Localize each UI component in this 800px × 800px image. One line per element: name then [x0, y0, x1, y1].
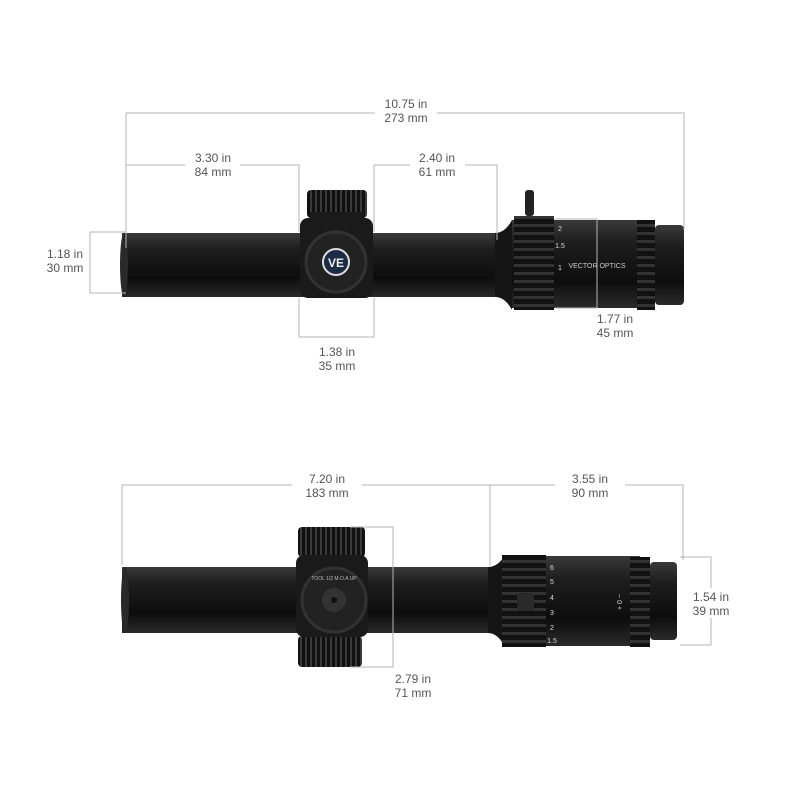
diopter-ring[interactable]: [630, 557, 650, 647]
dimension-labels-side: 7.20 in 183 mm 3.55 in 90 mm 2.79 in 71 …: [305, 472, 729, 700]
throw-lever[interactable]: [517, 593, 534, 611]
eyepiece-length-in: 3.55 in: [572, 472, 608, 486]
objective-to-turret-in: 3.30 in: [195, 151, 231, 165]
turret-height-in: 2.79 in: [395, 672, 431, 686]
mag-mark: 1: [558, 265, 562, 272]
ve-logo-icon: [322, 248, 350, 276]
mag-mark: 4: [550, 595, 554, 602]
eyepiece-diameter-mm: 45 mm: [597, 326, 634, 340]
mag-mark: 6: [550, 565, 554, 572]
objective-end: [121, 567, 129, 633]
windage-turret[interactable]: [298, 636, 362, 667]
front-length-in: 7.20 in: [309, 472, 345, 486]
front-length-mm: 183 mm: [305, 486, 348, 500]
mag-mark: 1.5: [547, 638, 557, 645]
mag-mark: 5: [550, 579, 554, 586]
turret-to-eyepiece-in: 2.40 in: [419, 151, 455, 165]
overall-length-in: 10.75 in: [385, 97, 428, 111]
elevation-turret[interactable]: [298, 527, 365, 557]
dimension-lines-top: [89, 112, 685, 338]
turret-to-eyepiece-mm: 61 mm: [419, 165, 456, 179]
scope-top: VECTOR OPTICS 1 1.5 2 VE: [120, 190, 684, 310]
mag-mark: 3: [550, 610, 554, 617]
eyepiece-flare: [488, 555, 505, 647]
saddle-width-in: 1.38 in: [319, 345, 355, 359]
scope-side: 1.5 2 3 4 5 6 + 0 − TOOL 1/2 M.O.A UP: [121, 527, 677, 667]
turret-scale: [310, 212, 364, 220]
ocular-end: [650, 562, 677, 640]
ve-logo-glyph: VE: [328, 256, 344, 270]
eyepiece-flare: [495, 220, 512, 310]
top-view: VECTOR OPTICS 1 1.5 2 VE 10.75 in 273 mm…: [47, 97, 685, 373]
side-view: 1.5 2 3 4 5 6 + 0 − TOOL 1/2 M.O.A UP 7.…: [121, 472, 729, 700]
diopter-marks: + 0 −: [617, 594, 624, 610]
saddle-width-mm: 35 mm: [319, 359, 356, 373]
throw-lever[interactable]: [525, 190, 534, 216]
mag-mark: 2: [558, 226, 562, 233]
objective-end: [120, 233, 128, 297]
elevation-turret[interactable]: [307, 190, 367, 218]
tube-diameter-in: 1.18 in: [47, 247, 83, 261]
dimension-labels-top: 10.75 in 273 mm 3.30 in 84 mm 2.40 in 61…: [47, 97, 634, 373]
eyepiece-ring-diameter-in: 1.54 in: [693, 590, 729, 604]
overall-length-mm: 273 mm: [384, 111, 427, 125]
turret-text: TOOL 1/2 M.O.A UP: [311, 576, 357, 582]
diopter-ring[interactable]: [637, 220, 655, 310]
eyepiece-ring-diameter-mm: 39 mm: [693, 604, 730, 618]
ocular-end: [655, 225, 684, 305]
zoom-ring[interactable]: [514, 216, 554, 310]
dial-center: [331, 597, 337, 603]
mag-mark: 2: [550, 625, 554, 632]
eyepiece-diameter-in: 1.77 in: [597, 312, 633, 326]
objective-to-turret-mm: 84 mm: [195, 165, 232, 179]
eyepiece-length-mm: 90 mm: [572, 486, 609, 500]
dimension-lines-side: [121, 484, 712, 668]
turret-height-mm: 71 mm: [395, 686, 432, 700]
tube-diameter-mm: 30 mm: [47, 261, 84, 275]
mag-mark: 1.5: [555, 243, 565, 250]
